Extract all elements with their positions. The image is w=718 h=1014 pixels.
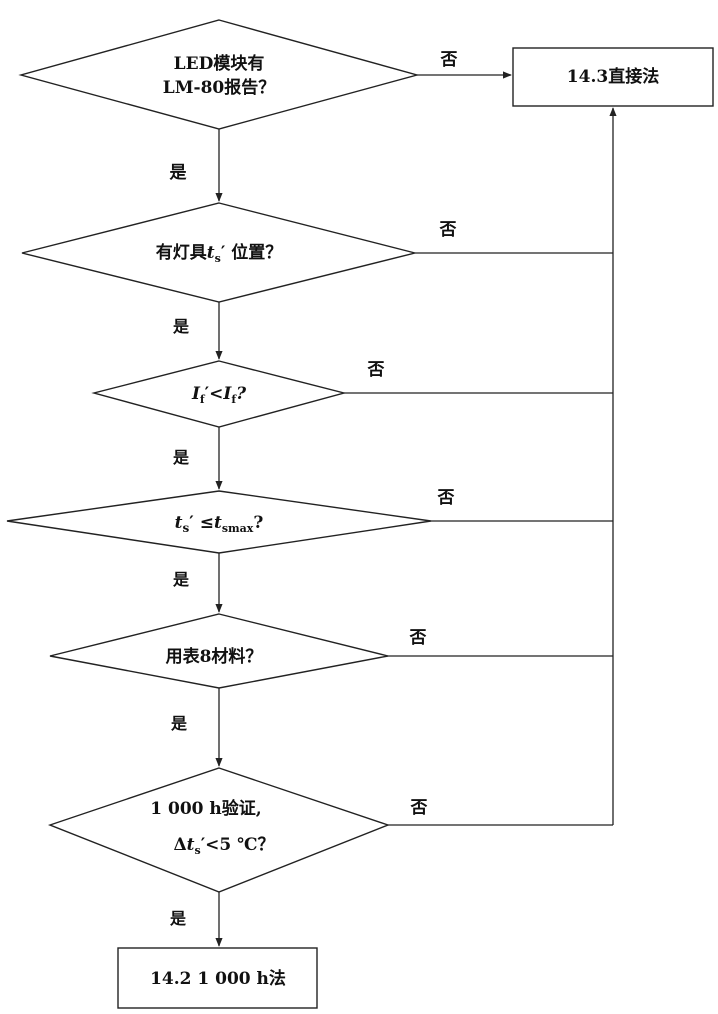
no-label-d2: 否 bbox=[439, 220, 457, 240]
decision-1000h bbox=[47, 767, 391, 893]
no-label-d6: 否 bbox=[410, 798, 428, 818]
no-label-d3: 否 bbox=[367, 360, 385, 380]
result-1000h-method bbox=[117, 947, 318, 1009]
d6-line1: 1 000 h验证, bbox=[150, 798, 261, 819]
yes-label-d6: 是 bbox=[169, 909, 186, 928]
decision-ts-max bbox=[6, 490, 432, 554]
yes-label-d3: 是 bbox=[172, 448, 189, 467]
yes-label-d1: 是 bbox=[170, 163, 187, 183]
no-label-d5: 否 bbox=[409, 628, 427, 648]
d1-line2: LM-80报告？ bbox=[163, 77, 275, 98]
no-label-d4: 否 bbox=[437, 488, 455, 508]
yes-label-d2: 是 bbox=[172, 317, 189, 336]
d3-label: If′<If? bbox=[191, 384, 247, 406]
result-direct-method bbox=[512, 47, 714, 107]
d5-label: 用表8材料？ bbox=[166, 646, 263, 667]
yes-label-d4: 是 bbox=[172, 570, 189, 589]
decision-table8 bbox=[49, 613, 389, 689]
d6-line2: Δts′<5 ℃？ bbox=[173, 835, 274, 857]
decision-ts-position bbox=[21, 202, 416, 303]
1000h-method-label: 14.2 1 000 h法 bbox=[150, 968, 286, 989]
direct-method-label: 14.3直接法 bbox=[567, 66, 659, 87]
yes-label-d5: 是 bbox=[170, 714, 187, 733]
no-label-d1: 否 bbox=[440, 50, 458, 70]
d4-label: ts′ ≤tsmax? bbox=[175, 513, 264, 535]
decision-lm80 bbox=[18, 19, 420, 130]
decision-if bbox=[91, 360, 347, 428]
d1-line1: LED模块有 bbox=[174, 53, 265, 74]
d2-label: 有灯具ts′ 位置？ bbox=[156, 242, 282, 265]
